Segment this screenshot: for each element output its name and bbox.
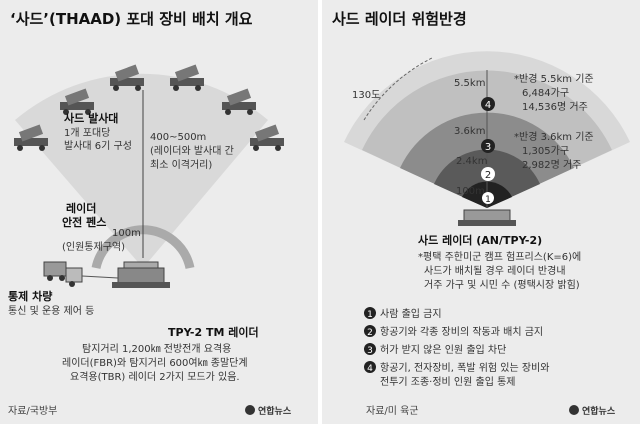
yonhap-logo-icon	[569, 405, 579, 415]
right-source: 자료/미 육군	[366, 405, 419, 417]
svg-text:4: 4	[485, 100, 491, 111]
note-line-3: 거주 가구 및 시민 수 (평택시장 밝힘)	[424, 279, 580, 291]
svg-text:2: 2	[367, 328, 373, 338]
distance-desc-1: (레이더와 발사대 간	[150, 145, 234, 157]
launcher-icon	[170, 64, 204, 91]
r55-note-3: 14,536명 거주	[522, 101, 588, 113]
launcher-fan-zone	[15, 73, 268, 269]
legend-text-4a: 항공기, 전자장비, 폭발 위험 있는 장비와	[380, 361, 549, 374]
launcher-icon	[60, 88, 94, 115]
r55-note-1: *반경 5.5km 기준	[514, 72, 594, 85]
legend-text-4b: 전투기 조종·정비 인원 출입 통제	[380, 375, 516, 388]
distance-desc-2: 최소 이격거리)	[150, 158, 212, 171]
left-title: ‘사드’(THAAD) 포대 장비 배치 개요	[10, 10, 253, 28]
left-logo: 연합뉴스	[258, 405, 292, 417]
radar-desc-2: 레이더(FBR)와 탐지거리 600여㎞ 종말단계	[62, 357, 248, 369]
ring-5-5km: 5.5km	[454, 78, 485, 89]
zone-marker-3: 3	[481, 139, 495, 153]
legend-item: 2 항공기와 각종 장비의 작동과 배치 금지	[364, 325, 543, 338]
r36-note-1: *반경 3.6km 기준	[514, 130, 594, 143]
launcher-icon	[110, 64, 144, 91]
legend-text-3: 허가 받지 않은 인원 출입 차단	[380, 343, 506, 356]
svg-text:4: 4	[367, 364, 373, 374]
control-desc: 통신 및 운용 제어 등	[8, 305, 94, 317]
left-source: 자료/국방부	[8, 405, 57, 417]
radar-desc-1: 탐지거리 1,200㎞ 전방전개 요격용	[82, 342, 231, 355]
launcher-icon	[250, 124, 284, 151]
r36-note-2: 1,305가구	[522, 145, 569, 157]
zone-marker-2: 2	[481, 167, 495, 181]
radar-radius-diagram: 130도 5.5km 3.6km 2.4km 100m 4 3 2 1 *반경 …	[344, 51, 630, 417]
fence-radius: 100m	[112, 228, 141, 239]
control-vehicle-icon	[43, 261, 83, 287]
zone-marker-4: 4	[481, 97, 495, 111]
legend-item: 4 항공기, 전자장비, 폭발 위험 있는 장비와 전투기 조종·정비 인원 출…	[364, 361, 549, 388]
yonhap-logo-icon	[245, 405, 255, 415]
fence-label-1: 레이더	[66, 201, 96, 215]
zone-marker-1: 1	[482, 192, 494, 205]
radar-label: TPY-2 TM 레이더	[168, 325, 259, 339]
svg-text:3: 3	[485, 142, 491, 153]
tpy2-radar-icon	[112, 261, 170, 288]
launcher-desc-1: 1개 포대당	[64, 127, 110, 139]
right-title: 사드 레이더 위험반경	[332, 10, 467, 28]
radar-label-right: 사드 레이더 (AN/TPY-2)	[418, 233, 542, 247]
legend-item: 1 사람 출입 금지	[364, 307, 442, 320]
fence-label-2: 안전 펜스	[62, 215, 106, 229]
cable-line	[81, 275, 119, 279]
legend-item: 3 허가 받지 않은 인원 출입 차단	[364, 343, 506, 356]
svg-text:1: 1	[485, 195, 491, 205]
right-logo: 연합뉴스	[582, 405, 616, 417]
svg-text:2: 2	[485, 170, 491, 181]
angle-label: 130도	[352, 90, 380, 101]
radar-danger-radius-panel: 사드 레이더 위험반경 130도 5.5km 3.6km 2.4km 100m …	[322, 0, 640, 424]
r36-note-3: 2,982명 거주	[522, 159, 581, 171]
launcher-desc-2: 발사대 6기 구성	[64, 140, 132, 152]
ring-100m: 100m	[456, 186, 485, 197]
launcher-label: 사드 발사대	[64, 111, 118, 125]
control-label: 통제 차량	[8, 289, 52, 303]
ring-3-6km: 3.6km	[454, 126, 485, 137]
svg-text:1: 1	[367, 310, 373, 320]
battery-layout-diagram: 사드 발사대 1개 포대당 발사대 6기 구성 400~500m (레이더와 발…	[8, 64, 292, 417]
launcher-icon	[14, 124, 48, 151]
note-line-1: *평택 주한미군 캠프 험프리스(K=6)에	[418, 251, 581, 263]
fence-desc: (인원통제구역)	[62, 241, 125, 253]
svg-text:3: 3	[367, 346, 373, 356]
an-tpy2-radar-icon	[458, 209, 516, 226]
note-line-2: 사드가 배치될 경우 레이더 반경내	[424, 264, 566, 277]
launcher-icon	[222, 88, 256, 115]
thaad-battery-overview-panel: ‘사드’(THAAD) 포대 장비 배치 개요	[0, 0, 318, 424]
radar-desc-3: 요격용(TBR) 레이더 2가지 모드가 있음.	[70, 370, 240, 383]
legend-text-2: 항공기와 각종 장비의 작동과 배치 금지	[380, 326, 543, 338]
distance-label: 400~500m	[150, 132, 206, 143]
ring-2-4km: 2.4km	[456, 156, 487, 167]
r55-note-2: 6,484가구	[522, 87, 569, 99]
legend-text-1: 사람 출입 금지	[380, 307, 442, 320]
angle-arc	[363, 57, 433, 121]
